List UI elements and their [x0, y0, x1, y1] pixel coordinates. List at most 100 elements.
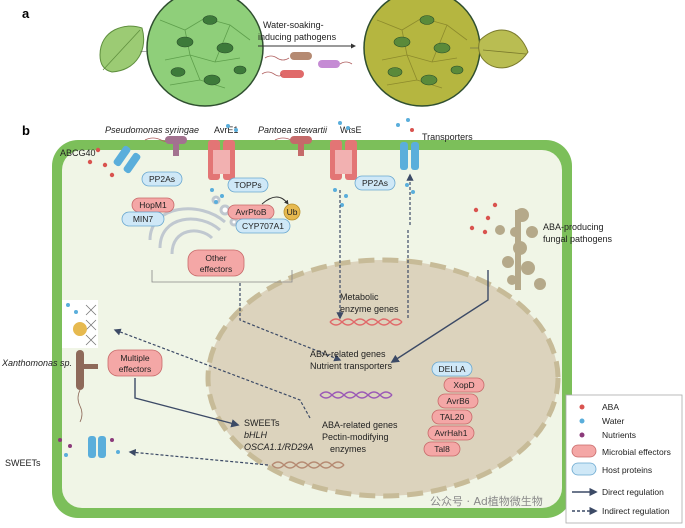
pseudomonas-label: Pseudomonas syringae [105, 125, 199, 135]
effectors-indirect-arrow [239, 283, 342, 362]
svg-text:AvrHah1: AvrHah1 [435, 428, 468, 438]
topps-pill: TOPPs [227, 177, 269, 193]
metabolic-label-line1: Metabolic [340, 292, 379, 302]
della-pill [431, 361, 473, 377]
bacteria-icons [261, 52, 353, 78]
svg-text:CYP707A1: CYP707A1 [242, 221, 284, 231]
panel-b-label: b [22, 123, 30, 138]
svg-text:AvrB6: AvrB6 [447, 396, 470, 406]
svg-text:HopM1: HopM1 [139, 200, 167, 210]
avre1-label: AvrE1 [214, 125, 238, 135]
sweets-indirect-arrow [128, 448, 269, 466]
xopd-pill [443, 377, 485, 393]
ub-badge: Ub [283, 203, 301, 221]
tal8-pill [423, 441, 461, 457]
metabolic-dna-icon [329, 318, 403, 326]
aba-fungal-label-line2: fungal pathogens [543, 234, 613, 244]
svg-text:PP2As: PP2As [149, 174, 175, 184]
svg-text:TAL20: TAL20 [440, 412, 465, 422]
nuclear-stack: DELLA XopD AvrB6 TAL20 AvrHah1 Tal8 [423, 361, 485, 457]
svg-text:Tal8: Tal8 [434, 444, 450, 454]
transporter-channel-icon [396, 118, 419, 170]
svg-text:DELLA: DELLA [439, 364, 466, 374]
aba-genes-1-line2: Nutrient transporters [310, 361, 393, 371]
legend-effector-swatch [571, 444, 597, 458]
fungal-direct-arrow [390, 270, 489, 363]
sweets-transporter-label: SWEETs [5, 458, 41, 468]
abcg40-channel-icon [87, 145, 141, 178]
pseudomonas-bacterium-icon [144, 136, 187, 156]
aba-fungal-label-line1: ABA-producing [543, 222, 604, 232]
xanthomonas-direct-arrow [134, 378, 240, 428]
transporters-label: Transporters [422, 132, 473, 142]
legend-effectors: Microbial effectors [602, 447, 671, 457]
legend-water: Water [602, 416, 625, 426]
watermark: 公众号 · Ad植物微生物 [430, 494, 543, 508]
svg-text:Ub: Ub [287, 207, 298, 217]
abcg40-label: ABCG40 [60, 148, 96, 158]
pantoea-label: Pantoea stewartii [258, 125, 328, 135]
aba-genes-dna-icon [319, 391, 393, 399]
sweets-list-2: bHLH [244, 430, 268, 440]
aba-genes-2-line2: Pectin-modifying [322, 432, 389, 442]
other-effectors-pill: Other effectors [187, 249, 245, 277]
avrb6-pill [437, 393, 479, 409]
pantoea-bacterium-icon [274, 136, 312, 156]
sweets-list-1: SWEETs [244, 418, 280, 428]
svg-text:AvrPtoB: AvrPtoB [235, 207, 266, 217]
legend-aba: ABA [602, 402, 619, 412]
legend-indirect: Indirect regulation [602, 506, 670, 516]
pectin-panel [62, 300, 98, 348]
multiple-effectors-pill: Multiple effectors [107, 349, 163, 377]
pp2as-left-pill: PP2As [141, 171, 183, 187]
infected-leaf-magnified [363, 0, 481, 107]
aba-genes-1-line1: ABA-related genes [310, 349, 386, 359]
aba-genes-2-line1: ABA-related genes [322, 420, 398, 430]
legend-water-dot [579, 418, 585, 424]
svg-text:Other: Other [205, 253, 226, 263]
sweets-list-3: OSCA1.1/RD29A [244, 442, 314, 452]
legend-nutrients-dot [579, 432, 585, 438]
legend-host: Host proteins [602, 465, 652, 475]
ubiquitination-arrow [261, 196, 289, 205]
avre1-channel-icon [208, 140, 235, 180]
legend-host-swatch [571, 462, 597, 476]
svg-text:effectors: effectors [200, 264, 232, 274]
fungal-aba-dots [469, 202, 498, 235]
metabolic-label-line2: enzyme genes [340, 304, 399, 314]
svg-text:XopD: XopD [453, 380, 474, 390]
svg-text:effectors: effectors [119, 364, 151, 374]
svg-text:TOPPs: TOPPs [234, 180, 261, 190]
tal20-pill [431, 409, 473, 425]
healthy-leaf-magnified [146, 0, 264, 107]
svg-text:Multiple: Multiple [120, 353, 150, 363]
sweets-transporter-icon [58, 436, 120, 458]
pathogen-label-line2: inducing pathogens [258, 32, 337, 42]
cyp707a1-pill: CYP707A1 [235, 218, 291, 234]
aba-genes-2-line3: enzymes [330, 444, 367, 454]
effectors-bracket [151, 270, 293, 283]
water-dots [210, 121, 415, 207]
avrhah1-pill [427, 425, 475, 441]
svg-text:PP2As: PP2As [362, 178, 388, 188]
panel-a-label: a [22, 6, 30, 21]
pectin-indirect-arrow [113, 328, 311, 419]
legend: ABA Water Nutrients Microbial effectors … [565, 394, 683, 524]
wtse-channel-icon [330, 140, 357, 180]
sweets-dna-icon [271, 461, 345, 469]
xanthomonas-label: Xanthomonas sp. [1, 358, 72, 368]
svg-text:MIN7: MIN7 [133, 214, 154, 224]
legend-nutrients: Nutrients [602, 430, 636, 440]
legend-direct: Direct regulation [602, 487, 664, 497]
nucleus [205, 257, 561, 499]
wtse-label: WtsE [340, 125, 362, 135]
min7-pill: MIN7 [121, 211, 165, 227]
legend-aba-dot [579, 404, 585, 410]
infected-leaf-icon [470, 29, 529, 69]
pathogen-label-line1: Water-soaking- [263, 20, 324, 30]
pp2as-right-pill: PP2As [354, 175, 396, 191]
avrptob-pill: AvrPtoB [227, 204, 275, 220]
xanthomonas-bacterium-icon [76, 350, 98, 423]
fungal-pathogen-icon [495, 208, 546, 290]
